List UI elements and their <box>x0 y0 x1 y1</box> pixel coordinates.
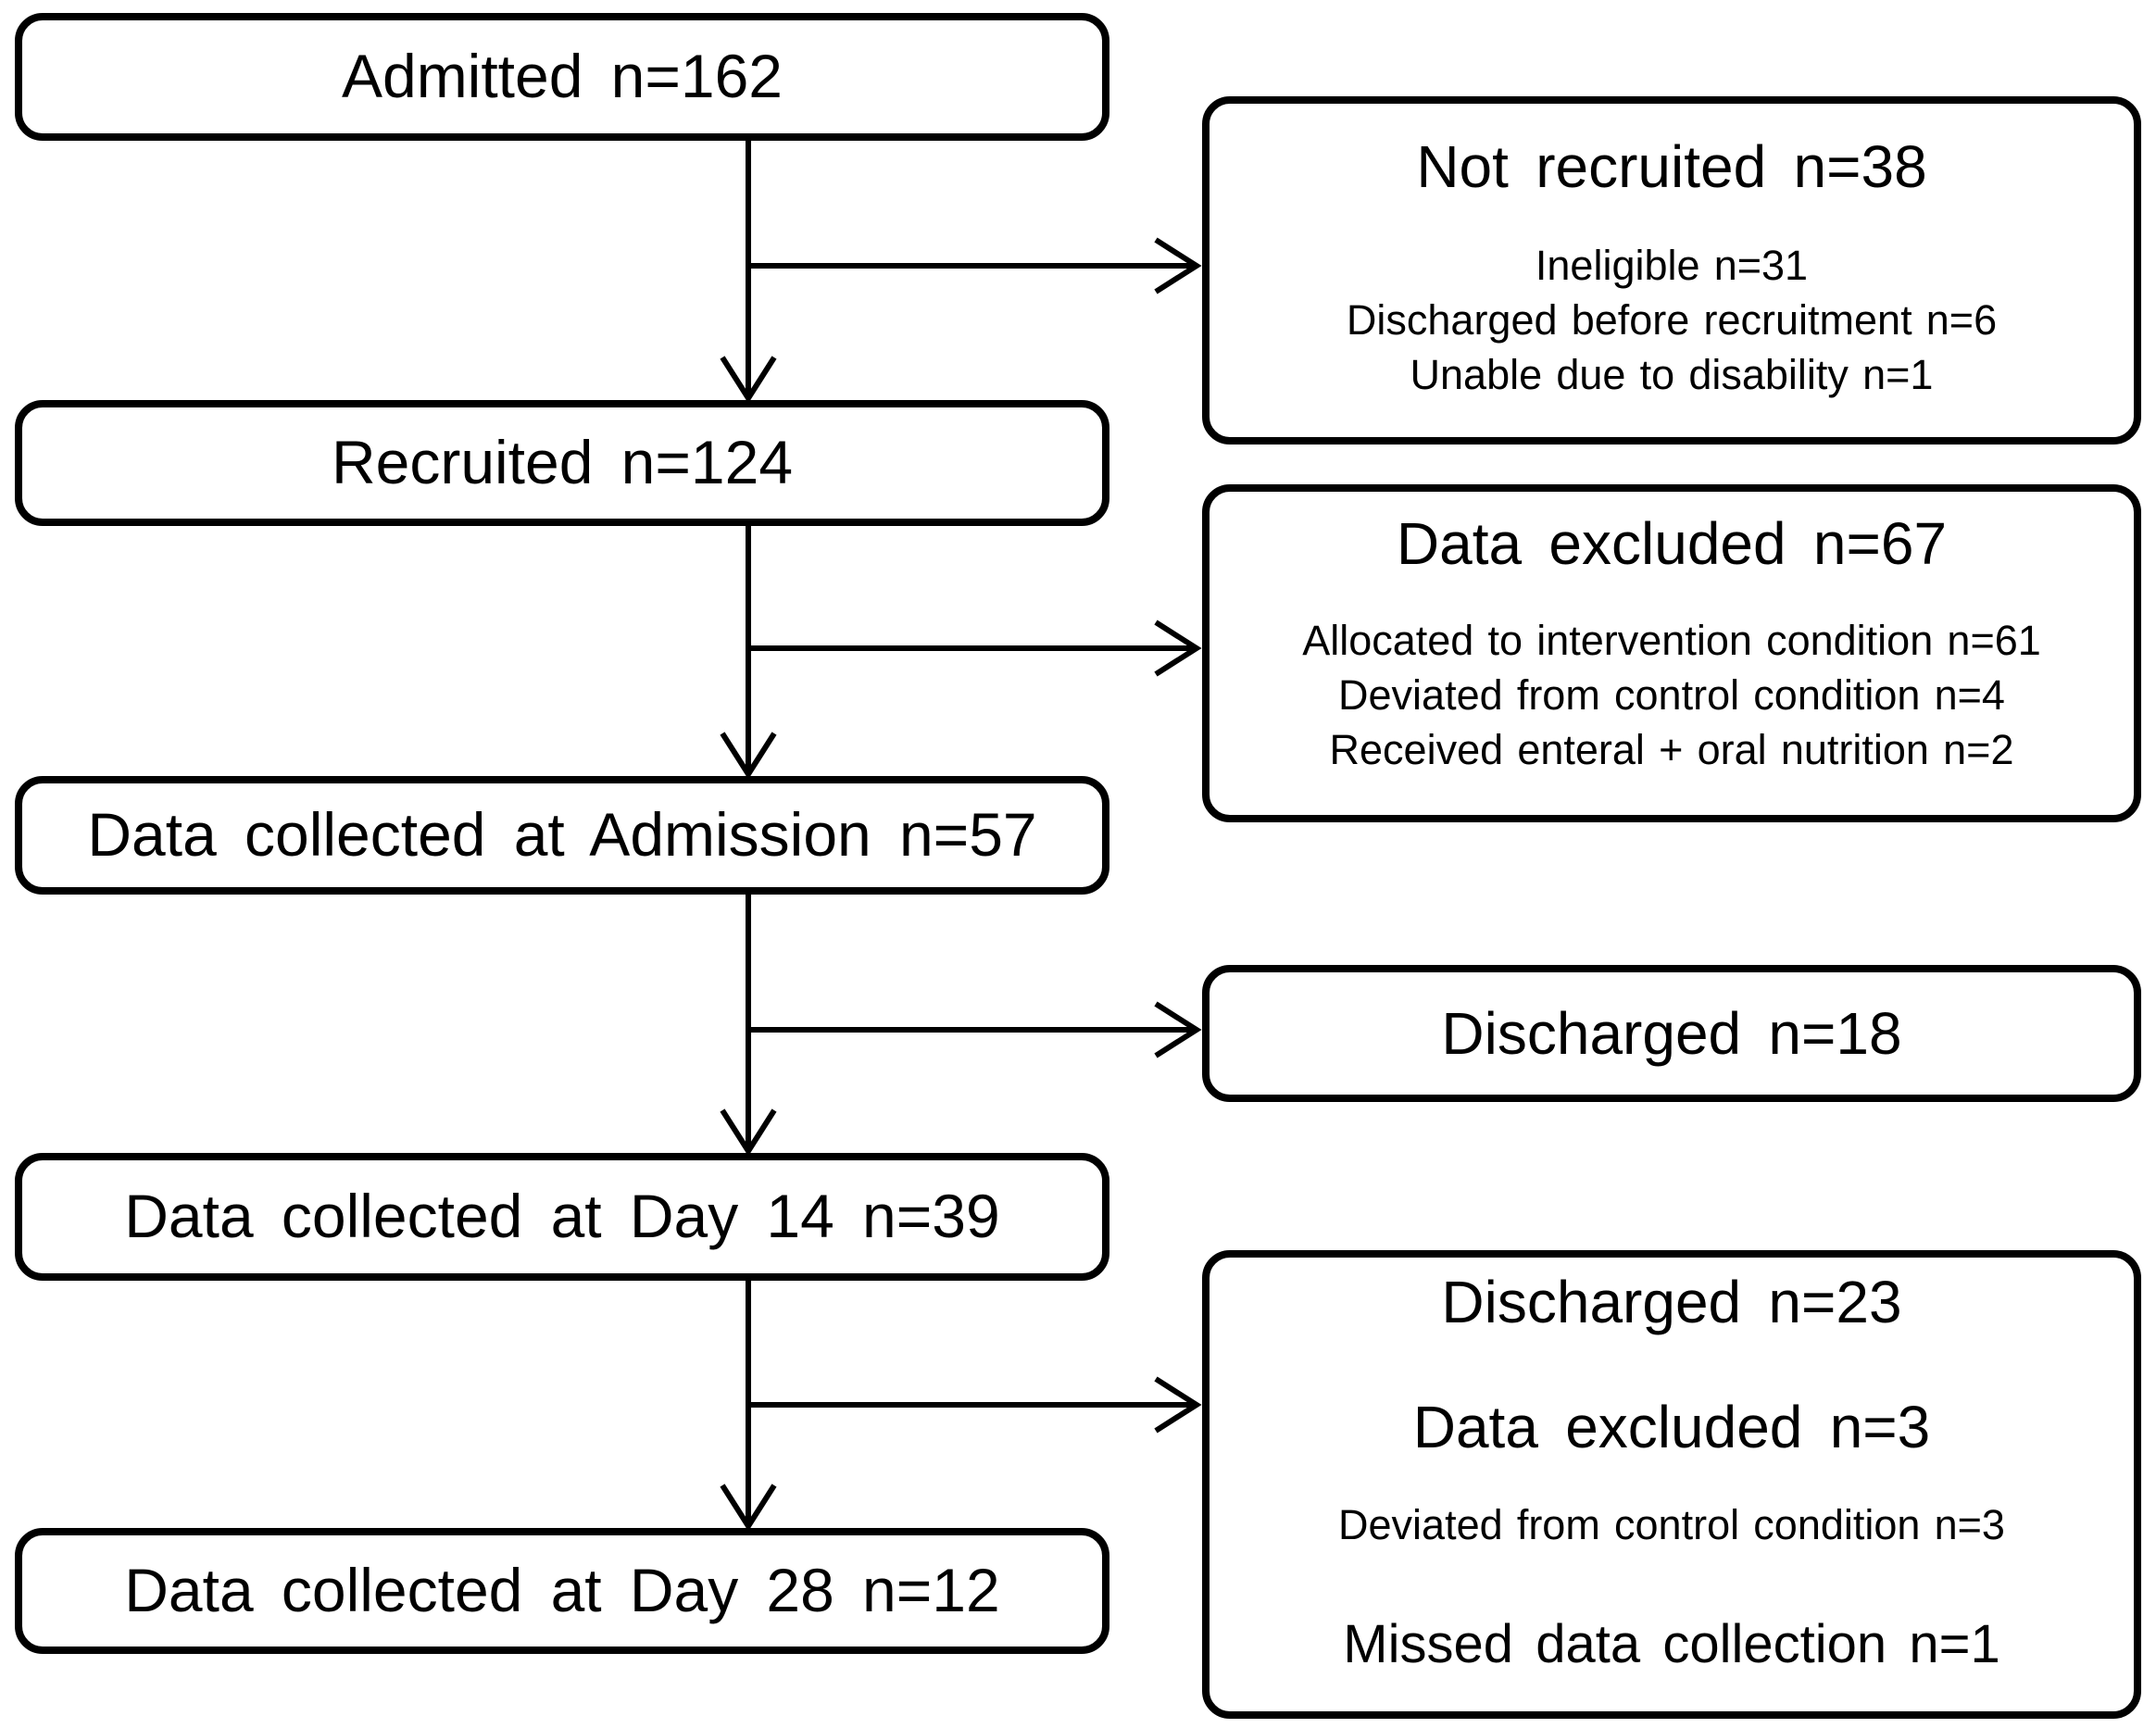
box-not-recruited-details: Ineligible n=31 Discharged before recrui… <box>1347 238 1997 402</box>
box-not-recruited-title: Not recruited n=38 <box>1416 133 1927 200</box>
arrowhead-right-icon <box>1154 1376 1202 1434</box>
box-not-recruited: Not recruited n=38 Ineligible n=31 Disch… <box>1202 96 2141 445</box>
arrow-branch-not-recruited <box>748 237 1202 294</box>
arrow-branch-discharged-excluded <box>748 1376 1202 1434</box>
box-data-collected-day28: Data collected at Day 28 n=12 <box>15 1528 1109 1654</box>
detail-line: Received enteral + oral nutrition n=2 <box>1329 726 2014 773</box>
box-data-excluded: Data excluded n=67 Allocated to interven… <box>1202 484 2141 822</box>
detail-line: Allocated to intervention condition n=61 <box>1302 617 2041 664</box>
box-data-collected-admission: Data collected at Admission n=57 <box>15 776 1109 895</box>
box-r4-line-discharged: Discharged n=23 <box>1441 1269 1902 1335</box>
box-r4-line-missed: Missed data collection n=1 <box>1343 1614 2000 1674</box>
arrowhead-right-icon <box>1154 1001 1202 1058</box>
arrowhead-down-icon <box>720 356 777 404</box>
box-data-collected-admission-label: Data collected at Admission n=57 <box>87 800 1037 870</box>
arrowhead-down-icon <box>720 1108 777 1157</box>
arrow-branch-data-excluded <box>748 620 1202 677</box>
arrow-day14-to-day28 <box>720 1279 777 1532</box>
arrowhead-down-icon <box>720 1484 777 1532</box>
box-admitted-label: Admitted n=162 <box>341 42 783 111</box>
box-data-excluded-title: Data excluded n=67 <box>1396 510 1948 577</box>
box-discharged-18-title: Discharged n=18 <box>1441 999 1902 1067</box>
box-admitted: Admitted n=162 <box>15 13 1109 141</box>
arrowhead-down-icon <box>720 732 777 780</box>
box-r4-line-data-excluded: Data excluded n=3 <box>1412 1394 1931 1460</box>
box-discharged-18: Discharged n=18 <box>1202 965 2141 1102</box>
box-data-excluded-details: Allocated to intervention condition n=61… <box>1302 613 2041 777</box>
box-recruited: Recruited n=124 <box>15 400 1109 526</box>
box-recruited-label: Recruited n=124 <box>331 428 794 497</box>
arrowhead-right-icon <box>1154 620 1202 677</box>
detail-line: Ineligible n=31 <box>1535 242 1809 289</box>
detail-line: Discharged before recruitment n=6 <box>1346 296 1998 344</box>
box-discharged-data-excluded: Discharged n=23 Data excluded n=3 Deviat… <box>1202 1250 2141 1719</box>
detail-line: Deviated from control condition n=4 <box>1338 671 2005 719</box>
box-r4-line-deviated: Deviated from control condition n=3 <box>1338 1501 2005 1548</box>
box-data-collected-day14-label: Data collected at Day 14 n=39 <box>124 1182 1000 1251</box>
box-data-collected-day28-label: Data collected at Day 28 n=12 <box>124 1556 1000 1625</box>
arrow-admission-to-day14 <box>720 893 777 1157</box>
arrow-branch-discharged <box>748 1001 1202 1058</box>
box-data-collected-day14: Data collected at Day 14 n=39 <box>15 1153 1109 1281</box>
arrowhead-right-icon <box>1154 237 1202 294</box>
detail-line: Unable due to disability n=1 <box>1410 351 1934 398</box>
